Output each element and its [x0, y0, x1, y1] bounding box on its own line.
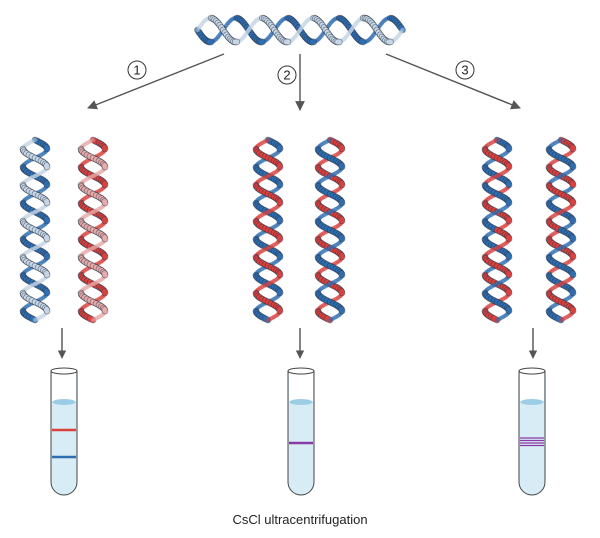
helix-3a-strand-b	[481, 137, 513, 323]
diagram-caption: CsCl ultracentrifugation	[232, 512, 368, 527]
tube-arrows	[57, 328, 538, 359]
liquid-surface	[52, 399, 76, 405]
helix-1b	[77, 136, 109, 324]
tube-3	[518, 367, 546, 496]
branch-arrows	[87, 53, 521, 111]
helix-3a	[481, 136, 513, 324]
arrow-step-3	[385, 53, 521, 110]
helix-1a-strand-b	[19, 137, 51, 323]
arrow-step-1	[87, 53, 225, 110]
helix-2a	[252, 136, 284, 324]
liquid-surface	[520, 399, 544, 405]
helix-1b-strand-b	[77, 137, 109, 323]
svg-text:2: 2	[283, 68, 290, 83]
parent-helix-strands-strand-b	[195, 14, 405, 46]
svg-text:1: 1	[133, 63, 140, 78]
step-number-3: 3	[455, 60, 475, 80]
centrifuge-tubes	[50, 367, 546, 496]
helix-1a	[19, 136, 51, 324]
helix-3b	[545, 136, 577, 324]
parent-helix-strands	[194, 14, 406, 46]
helix-1b-strand-a	[77, 136, 109, 324]
tube-1	[50, 367, 78, 496]
daughter-helices	[19, 136, 577, 324]
helix-3b-strand-b	[545, 137, 577, 323]
svg-text:3: 3	[461, 63, 468, 78]
helix-2b-strand-b	[314, 137, 346, 323]
parent-dna-helix	[194, 14, 406, 46]
helix-2b	[314, 136, 346, 324]
step-number-1: 1	[127, 60, 147, 80]
helix-2a-strand-b	[252, 137, 284, 323]
step-number-2: 2	[277, 65, 297, 85]
liquid-surface	[289, 399, 313, 405]
tube-2	[287, 367, 315, 496]
